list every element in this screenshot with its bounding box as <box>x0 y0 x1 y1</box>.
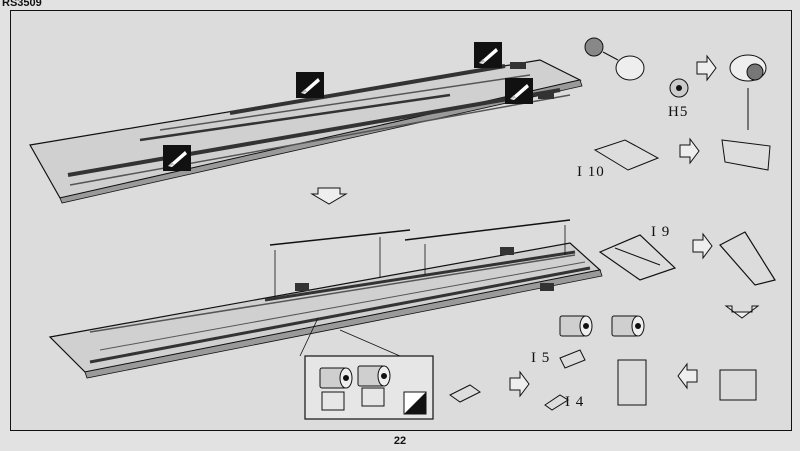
arrow-left-icon <box>677 362 698 390</box>
label-i4: I 4 <box>565 394 585 410</box>
part-i10-assembly <box>593 139 771 171</box>
detail-inset <box>299 317 434 420</box>
arrow-down-icon <box>310 187 348 205</box>
arrow-down-icon <box>724 305 760 319</box>
part-i5-i4-assembly <box>449 315 757 411</box>
label-h5: H5 <box>668 104 689 120</box>
arrow-right-icon <box>509 54 717 398</box>
lower-deck-panel <box>48 219 603 379</box>
label-i9: I 9 <box>651 224 671 240</box>
flip-symbol-icon <box>403 391 427 415</box>
page-number: 22 <box>393 435 407 447</box>
part-i9-assembly <box>598 231 776 286</box>
part-h5-assembly <box>584 37 767 130</box>
header-code: RS3509 <box>2 0 42 9</box>
label-i10: I 10 <box>577 164 605 180</box>
label-i5: I 5 <box>531 350 551 366</box>
